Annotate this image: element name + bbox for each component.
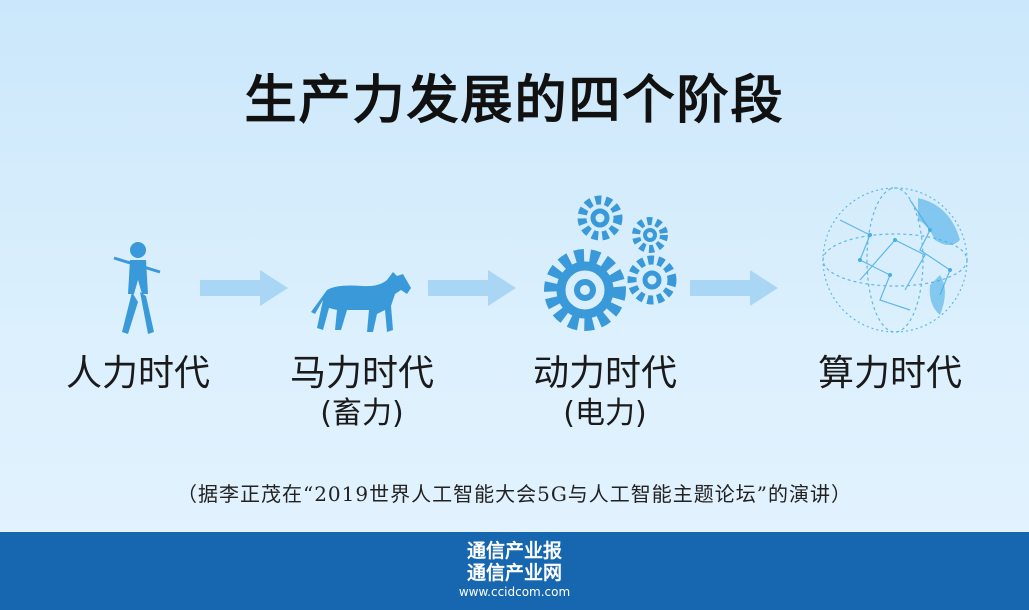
source-note: （据李正茂在“2019世界人工智能大会5G与人工智能主题论坛”的演讲） [176, 482, 853, 506]
digital-globe-icon [790, 187, 990, 340]
stage-compute: 算力时代 [790, 187, 990, 396]
stage-human: 人力时代 [38, 190, 238, 396]
footer-brand-bar: 通信产业报 通信产业网 www.ccidcom.com [0, 532, 1029, 610]
stage-label: 人力时代 [65, 353, 210, 394]
stage-label: 算力时代 [817, 353, 962, 394]
arrow-right-icon [428, 270, 516, 306]
walking-man-icon [38, 190, 238, 340]
gears-icon [505, 190, 705, 340]
stage-sub: (畜力) [320, 396, 404, 431]
stage-sub: (电力) [563, 396, 647, 431]
arrow-right-icon [200, 270, 288, 306]
brand-url: www.ccidcom.com [458, 585, 571, 599]
arrow-right-icon [690, 270, 778, 306]
stage-label: 动力时代 [532, 353, 677, 394]
horse-icon [262, 190, 462, 340]
page-title: 生产力发展的四个阶段 [244, 71, 785, 131]
brand-name-secondary: 通信产业网 [466, 562, 562, 584]
stage-label: 马力时代 [289, 353, 434, 394]
stage-horse: 马力时代 (畜力) [262, 190, 462, 432]
stage-power: 动力时代 (电力) [505, 190, 705, 432]
brand-name-primary: 通信产业报 [466, 540, 562, 562]
